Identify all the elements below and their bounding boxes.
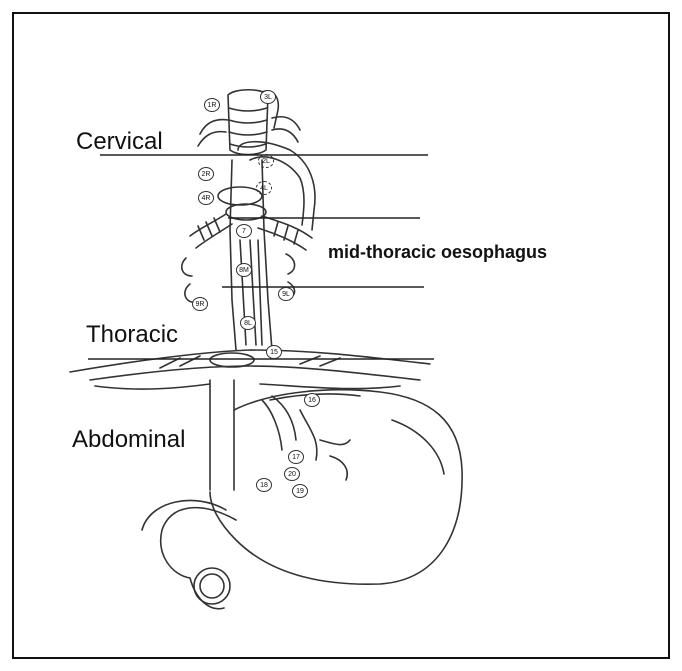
lymph-node-2R: 2R — [198, 167, 214, 181]
cervical-label: Cervical — [76, 130, 163, 154]
right-hilar-vessels — [182, 258, 196, 302]
lymph-node-9L: 9L — [278, 287, 294, 301]
mid-thoracic-oesophagus-label: mid-thoracic oesophagus — [328, 243, 547, 261]
lymph-node-2L: 2L — [258, 154, 274, 168]
lymph-node-7: 7 — [236, 224, 252, 238]
stomach-outline — [210, 390, 462, 584]
diaphragm — [70, 350, 430, 380]
lymph-node-17: 17 — [288, 450, 304, 464]
lymph-node-9R: 9R — [192, 297, 208, 311]
hiatus — [210, 353, 254, 367]
lymph-node-18: 18 — [256, 478, 272, 492]
abdominal-label: Abdominal — [72, 428, 185, 452]
stomach-vessels — [300, 410, 350, 480]
lymph-node-8M: 8M — [236, 263, 252, 277]
lymph-node-1R: 1R — [204, 98, 220, 112]
crura — [95, 384, 400, 389]
oesophagus-left-wall — [230, 160, 236, 350]
lesser-curve-vessels — [262, 396, 296, 450]
lymph-node-8L: 8L — [240, 316, 256, 330]
abdominal-oesophagus — [210, 380, 234, 490]
right-subclavian — [198, 120, 228, 146]
lymph-node-3L: 3L — [260, 90, 276, 104]
right-main-bronchus — [190, 214, 232, 248]
lymph-node-4R: 4R — [198, 191, 214, 205]
bronchus-rings-l — [274, 222, 298, 244]
left-main-bronchus — [258, 216, 312, 250]
lymph-node-20: 20 — [284, 467, 300, 481]
lymph-node-15: 15 — [266, 345, 282, 359]
lymph-node-4L: 4L — [256, 181, 272, 195]
trachea-rings — [229, 108, 267, 147]
duodenum-lumen-inner — [200, 574, 224, 598]
lymph-node-19: 19 — [292, 484, 308, 498]
thoracic-label: Thoracic — [86, 323, 178, 347]
lymph-node-16: 16 — [304, 393, 320, 407]
